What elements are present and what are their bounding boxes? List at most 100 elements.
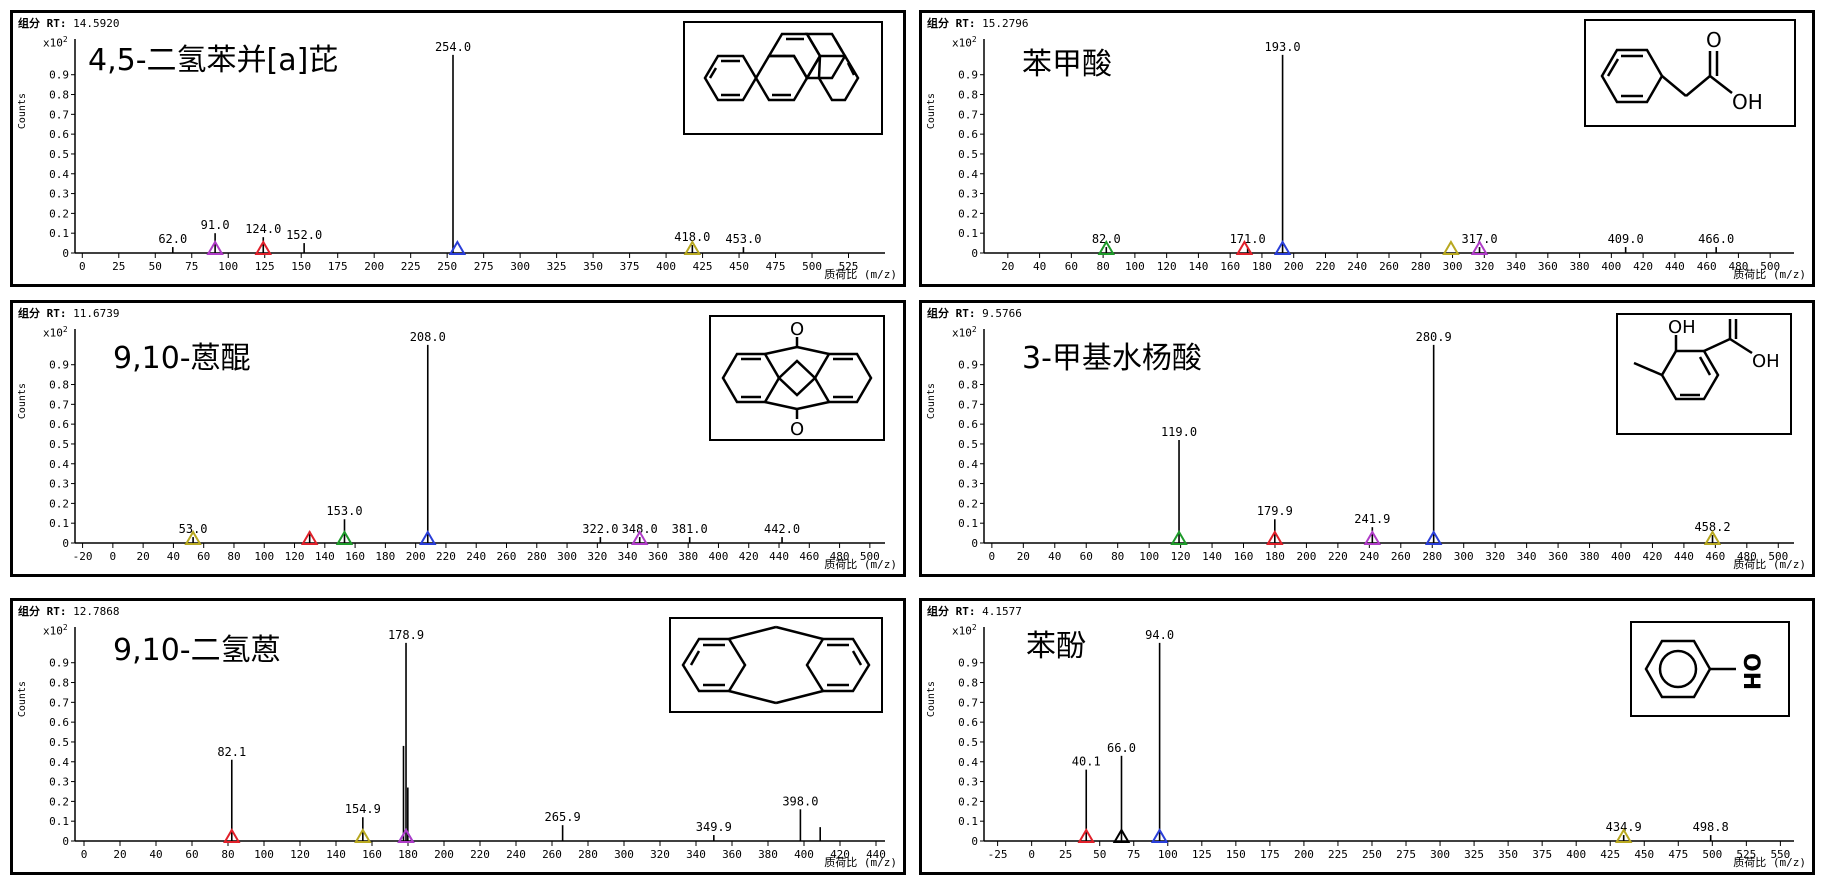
x-tick-label: 140 xyxy=(326,848,346,861)
compound-name: 9,10-蒽醌 xyxy=(113,341,251,376)
x-tick-label: 325 xyxy=(1464,848,1484,861)
x-tick-label: 180 xyxy=(1265,550,1285,563)
y-tick-label: 0.1 xyxy=(49,227,69,240)
x-tick-label: 420 xyxy=(830,848,850,861)
y-tick-label: 0.8 xyxy=(49,677,69,690)
x-tick-label: 280 xyxy=(578,848,598,861)
peak-marker-triangle xyxy=(1235,240,1254,255)
x-tick-label: 300 xyxy=(557,550,577,563)
y-tick-label: 0.7 xyxy=(49,696,69,709)
peak-label: 458.2 xyxy=(1694,520,1730,534)
x-tick-label: 440 xyxy=(769,550,789,563)
peak-label: 466.0 xyxy=(1698,232,1734,246)
y-tick-label: 0.5 xyxy=(958,148,978,161)
y-tick-label: 0.9 xyxy=(49,69,69,82)
x-tick-label: 500 xyxy=(1702,848,1722,861)
peak-label: 453.0 xyxy=(725,232,761,246)
x-tick-label: 150 xyxy=(291,260,311,273)
spectrum-panel-5: 组分 RT: 4.1577 x102 Counts 苯酚 质荷比 (m/z) 0… xyxy=(919,598,1815,875)
x-tick-label: 80 xyxy=(227,550,240,563)
x-tick-label: 420 xyxy=(1643,550,1663,563)
peak-marker-triangle xyxy=(223,828,241,843)
x-tick-label: 460 xyxy=(799,550,819,563)
peak-marker-triangle xyxy=(1703,530,1722,545)
peak-label: 178.9 xyxy=(388,628,424,642)
x-tick-label: 350 xyxy=(1498,848,1518,861)
peak-label: 82.1 xyxy=(217,745,246,759)
y-tick-label: 0.6 xyxy=(49,128,69,141)
retention-time: 组分 RT: 12.7868 xyxy=(18,605,120,618)
x-tick-label: 425 xyxy=(693,260,713,273)
y-tick-label: 0.3 xyxy=(49,188,69,201)
y-tick-label: 0.2 xyxy=(958,207,978,220)
peak-label: 94.0 xyxy=(1145,628,1174,642)
x-tick-label: 25 xyxy=(1059,848,1072,861)
x-tick-label: 480 xyxy=(830,550,850,563)
y-tick-label: 0.5 xyxy=(958,438,978,451)
x-tick-label: 375 xyxy=(1532,848,1552,861)
y-tick-label: 0.1 xyxy=(958,517,978,530)
x-tick-label: 100 xyxy=(1139,550,1159,563)
x-tick-label: 260 xyxy=(1379,260,1399,273)
x-tick-label: 40 xyxy=(149,848,162,861)
x-tick-label: 240 xyxy=(1347,260,1367,273)
y-tick-label: 0.8 xyxy=(958,89,978,102)
x-tick-label: 220 xyxy=(470,848,490,861)
retention-time: 组分 RT: 11.6739 xyxy=(18,307,120,320)
compound-name: 苯酚 xyxy=(1026,629,1086,664)
atom-label-oh-phenol: OH xyxy=(1668,317,1696,338)
peak-label: 254.0 xyxy=(435,40,471,54)
x-tick-label: 50 xyxy=(1093,848,1106,861)
x-tick-label: 400 xyxy=(1601,260,1621,273)
structure-phenol: OH xyxy=(1630,621,1790,717)
x-tick-label: 240 xyxy=(1359,550,1379,563)
x-tick-label: 220 xyxy=(436,550,456,563)
x-tick-label: 25 xyxy=(112,260,125,273)
x-tick-label: 500 xyxy=(802,260,822,273)
x-tick-label: 200 xyxy=(364,260,384,273)
peak-marker-triangle xyxy=(1097,240,1116,255)
x-tick-label: 320 xyxy=(1474,260,1494,273)
x-tick-label: 80 xyxy=(1096,260,1109,273)
x-tick-label: 60 xyxy=(1065,260,1078,273)
x-tick-label: 0 xyxy=(1028,848,1035,861)
peak-marker-triangle xyxy=(254,240,273,255)
peak-marker-triangle xyxy=(1273,240,1292,255)
peak-label: 280.9 xyxy=(1416,330,1452,344)
peak-label: 152.0 xyxy=(286,228,322,242)
x-tick-label: 120 xyxy=(285,550,305,563)
x-tick-label: 20 xyxy=(1001,260,1014,273)
peak-label: 381.0 xyxy=(672,522,708,536)
x-tick-label: 20 xyxy=(113,848,126,861)
peak-marker-triangle xyxy=(448,240,467,255)
x-tick-label: 500 xyxy=(1768,550,1788,563)
peak-label: 349.9 xyxy=(696,820,732,834)
peak-marker-triangle xyxy=(1363,530,1382,545)
atom-label-oh: OH xyxy=(1732,90,1763,114)
x-tick-label: 360 xyxy=(648,550,668,563)
peak-marker-triangle xyxy=(300,530,319,545)
x-tick-label: 280 xyxy=(1411,260,1431,273)
x-tick-label: 220 xyxy=(1328,550,1348,563)
y-tick-label: 0 xyxy=(971,835,978,848)
x-tick-label: 450 xyxy=(729,260,749,273)
x-tick-label: -25 xyxy=(988,848,1008,861)
y-tick-label: 0 xyxy=(971,247,978,260)
peak-label: 434.9 xyxy=(1606,820,1642,834)
spectrum-panel-0: 组分 RT: 14.5920 x102 Counts 4,5-二氢苯并[a]芘 … xyxy=(10,10,906,287)
y-tick-label: 0.3 xyxy=(958,188,978,201)
peak-label: 409.0 xyxy=(1608,232,1644,246)
x-tick-label: 160 xyxy=(362,848,382,861)
x-tick-label: 0 xyxy=(989,550,996,563)
x-tick-label: 100 xyxy=(1158,848,1178,861)
x-tick-label: 40 xyxy=(1048,550,1061,563)
x-axis-title: 质荷比 (m/z) xyxy=(824,268,897,281)
compound-name: 4,5-二氢苯并[a]芘 xyxy=(88,43,339,78)
x-tick-label: 440 xyxy=(1665,260,1685,273)
compound-name: 3-甲基水杨酸 xyxy=(1022,341,1202,376)
peak-marker-triangle xyxy=(206,240,224,255)
